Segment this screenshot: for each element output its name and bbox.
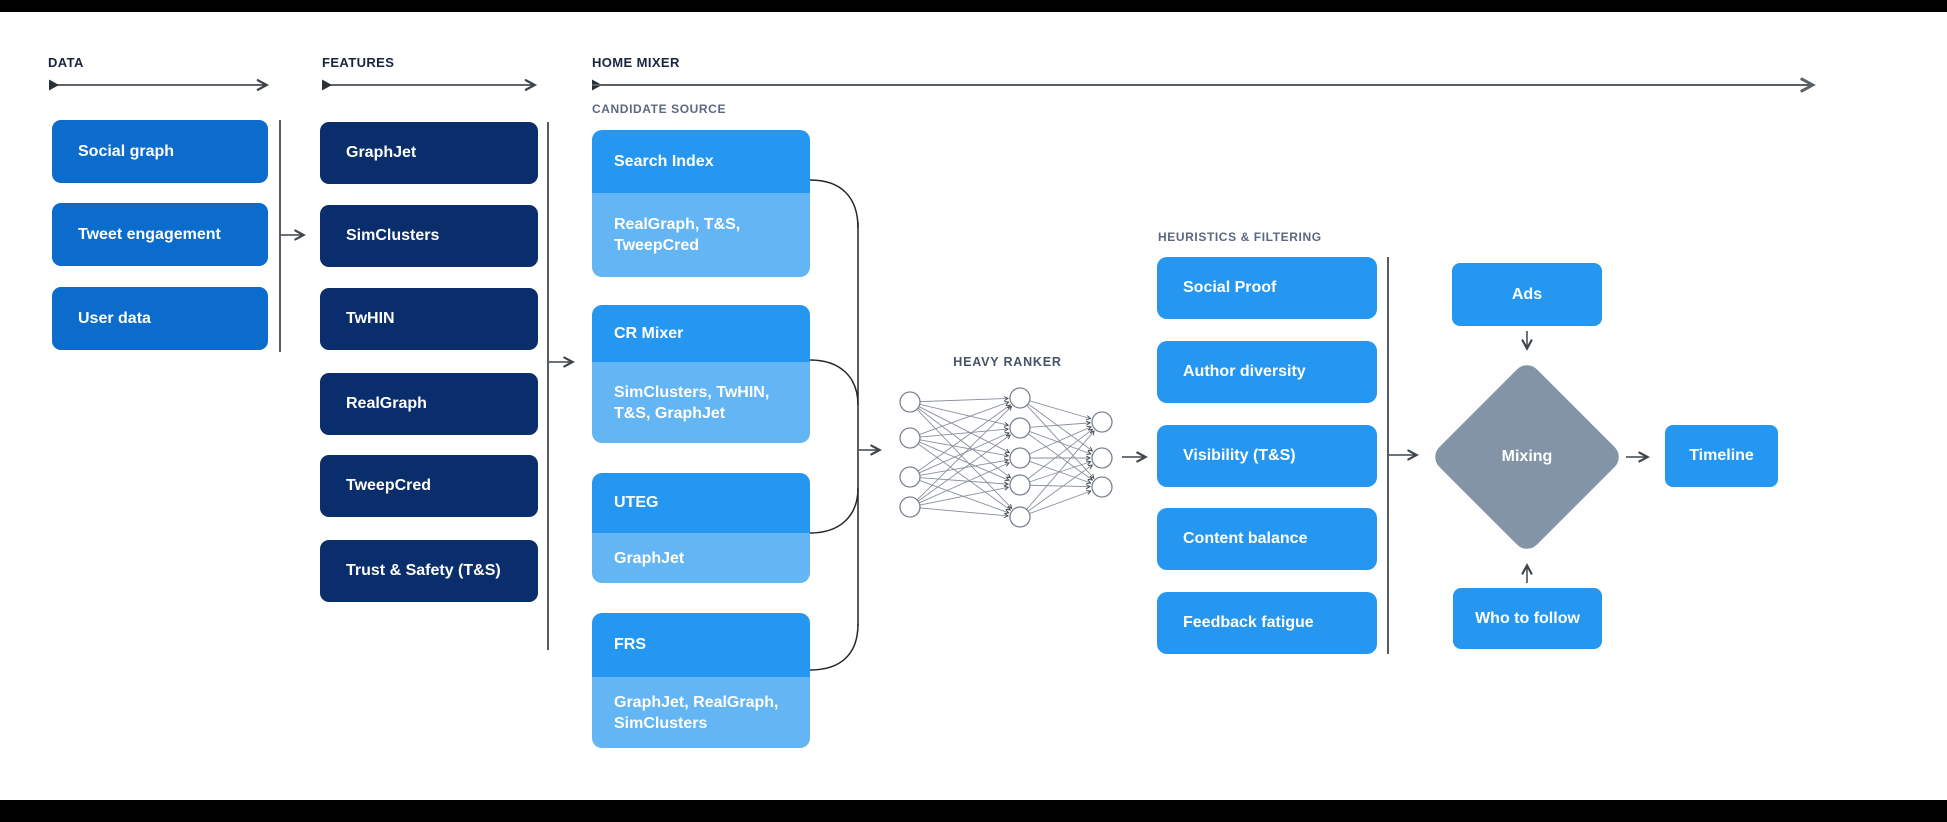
who-to-follow-node: Who to follow [1453,588,1602,649]
features-box-trust-safety: Trust & Safety (T&S) [320,540,538,602]
data-header-arrow [49,79,270,91]
section-header-heavy-ranker: HEAVY RANKER [953,355,1062,369]
top-black-bar [0,0,1947,12]
data-box-social-graph: Social graph [52,120,268,183]
network-node [1009,447,1031,469]
candidate-inputs: SimClusters, TwHIN, T&S, GraphJet [592,362,810,443]
network-node [899,496,921,518]
bottom-black-bar [0,800,1947,822]
network-node [1009,474,1031,496]
candidate-collector-curves [809,179,859,671]
candidate-name: Search Index [592,130,810,193]
network-node [899,427,921,449]
section-header-home-mixer: HOME MIXER [592,55,680,70]
ads-node: Ads [1452,263,1602,326]
features-box-simclusters: SimClusters [320,205,538,267]
candidate-card-uteg: UTEG GraphJet [592,473,810,583]
candidate-card-search-index: Search Index RealGraph, T&S, TweepCred [592,130,810,277]
heuristics-box-feedback-fatigue: Feedback fatigue [1157,592,1377,654]
candidate-inputs: GraphJet [592,533,810,583]
features-box-tweepcred: TweepCred [320,455,538,517]
network-node [1009,387,1031,409]
data-box-user-data: User data [52,287,268,350]
heuristics-box-social-proof: Social Proof [1157,257,1377,319]
home-mixer-header-arrow [592,77,1816,93]
network-node [1009,506,1031,528]
candidate-inputs: RealGraph, T&S, TweepCred [592,193,810,277]
network-node [1009,417,1031,439]
features-header-arrow [322,79,538,91]
candidate-inputs: GraphJet, RealGraph, SimClusters [592,677,810,748]
network-node [1091,411,1113,433]
candidate-name: UTEG [592,473,810,533]
candidate-card-cr-mixer: CR Mixer SimClusters, TwHIN, T&S, GraphJ… [592,305,810,443]
network-node [1091,476,1113,498]
candidate-card-frs: FRS GraphJet, RealGraph, SimClusters [592,613,810,748]
candidate-name: FRS [592,613,810,677]
features-box-graphjet: GraphJet [320,122,538,184]
features-box-realgraph: RealGraph [320,373,538,435]
section-header-data: DATA [48,55,84,70]
data-box-tweet-engagement: Tweet engagement [52,203,268,266]
candidate-name: CR Mixer [592,305,810,362]
features-box-twhin: TwHIN [320,288,538,350]
timeline-node: Timeline [1665,425,1778,487]
network-node [899,466,921,488]
section-header-candidate-source: CANDIDATE SOURCE [592,102,727,116]
network-node [899,391,921,413]
heuristics-box-author-diversity: Author diversity [1157,341,1377,403]
heuristics-box-content-balance: Content balance [1157,508,1377,570]
mixing-diamond-label: Mixing [1501,448,1553,465]
section-header-heuristics: HEURISTICS & FILTERING [1158,230,1322,244]
section-header-features: FEATURES [322,55,395,70]
network-node [1091,447,1113,469]
heavy-ranker-network [899,387,1113,528]
heuristics-box-visibility: Visibility (T&S) [1157,425,1377,487]
